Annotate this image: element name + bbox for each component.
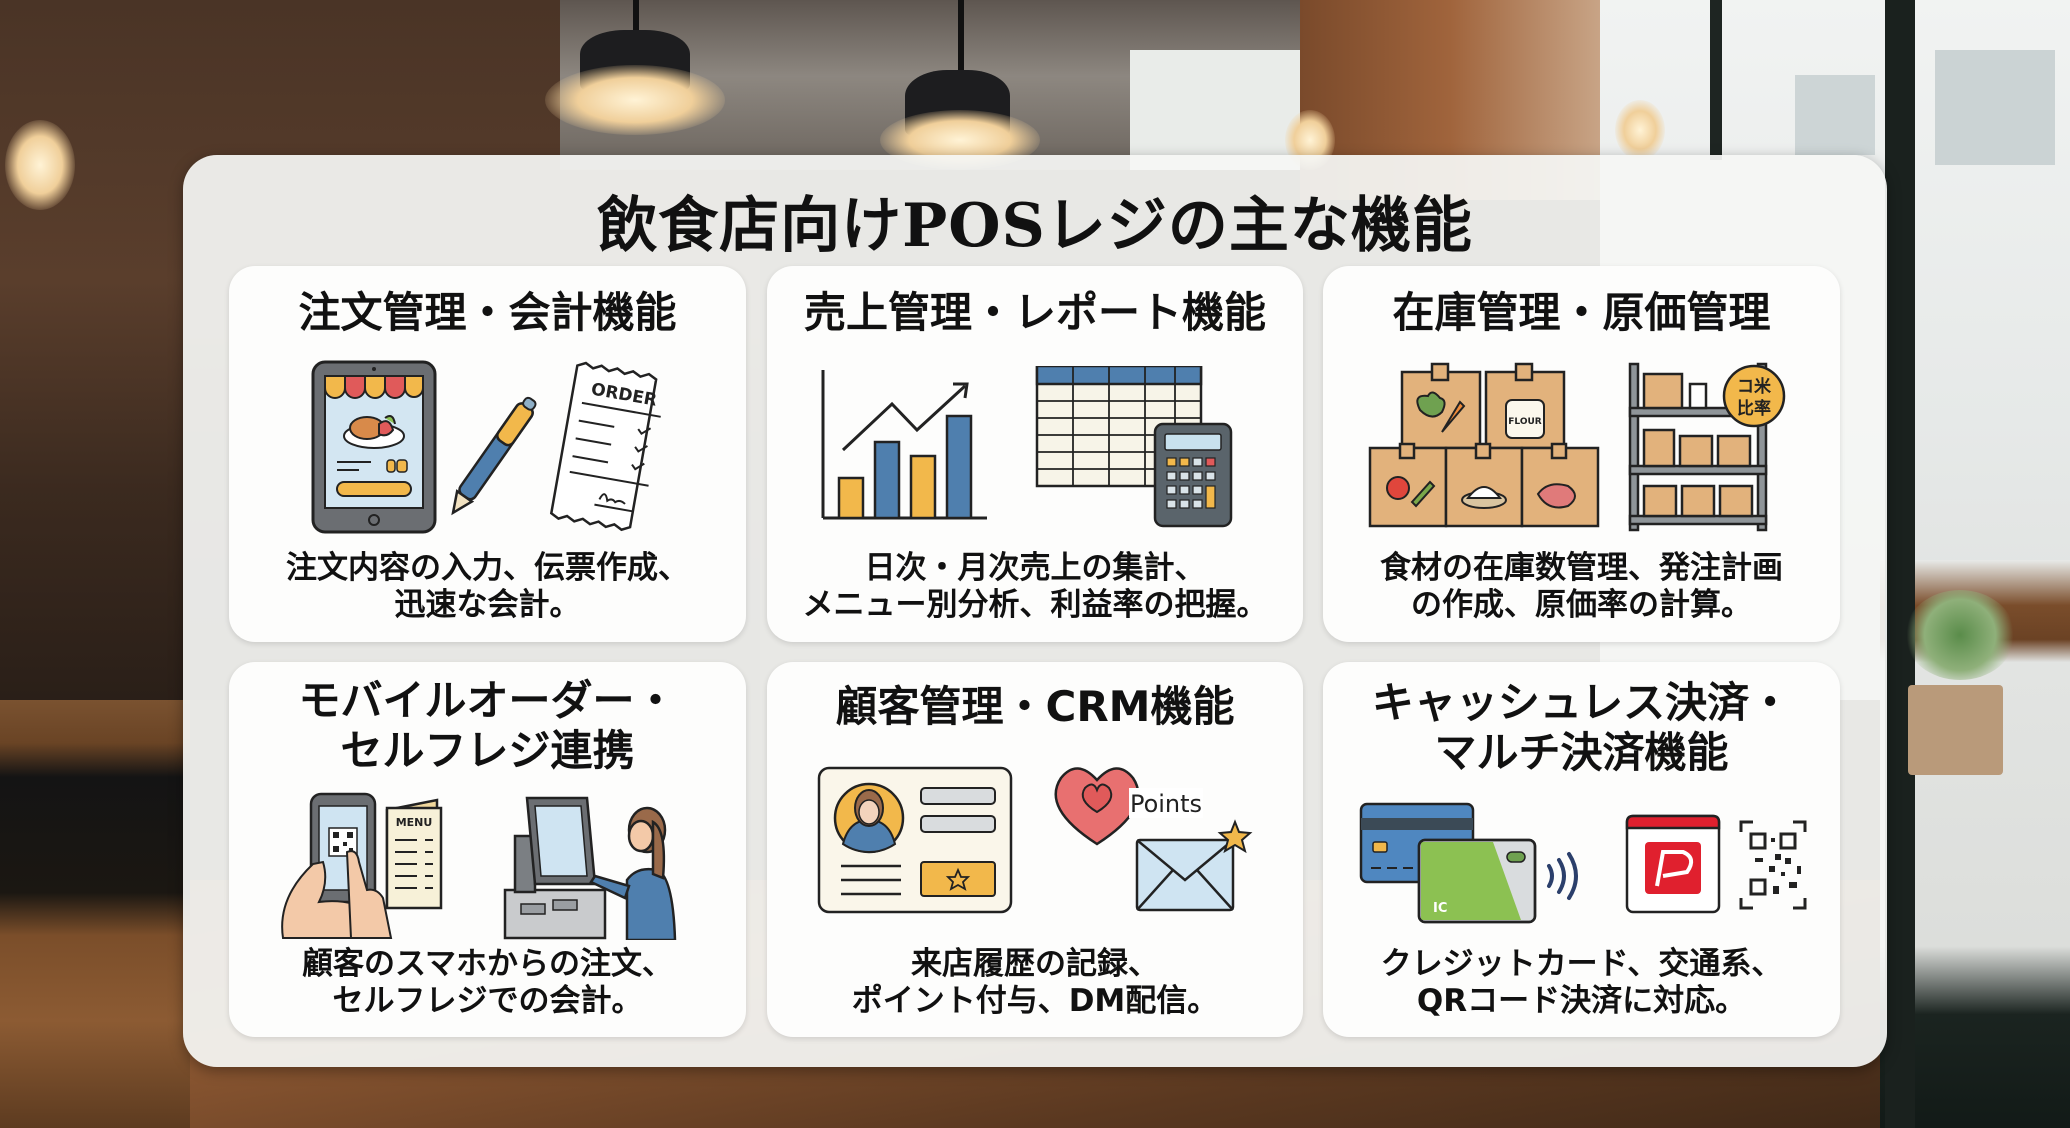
card-title-line: キャッシュレス決済・ <box>1371 678 1792 727</box>
lamp-glow <box>1615 100 1665 160</box>
mail-star-icon <box>1135 819 1253 912</box>
tablet-menu-icon <box>311 360 437 534</box>
lamp-cord <box>958 0 964 90</box>
svg-text:コ米: コ米 <box>1737 376 1772 397</box>
potted-plant <box>1905 590 2015 680</box>
svg-text:比率: 比率 <box>1737 398 1771 419</box>
lamp-cord <box>633 0 639 40</box>
customer-person-icon <box>589 806 677 940</box>
order-illustration: ORDER <box>311 360 661 534</box>
window-pane <box>1795 75 1875 155</box>
svg-text:Points: Points <box>1130 790 1202 818</box>
svg-text:MENU: MENU <box>396 816 433 829</box>
svg-text:FLOUR: FLOUR <box>1508 417 1542 427</box>
qr-pay-app-icon <box>1625 814 1721 914</box>
card-description: 来店履歴の記録、 ポイント付与、DM配信。 <box>851 946 1219 1019</box>
card-description: 顧客のスマホからの注文、 セルフレジでの会計。 <box>301 946 674 1019</box>
crm-illustration: Points <box>817 766 1253 914</box>
smartphone-qr-icon <box>281 792 393 939</box>
window <box>1130 50 1310 170</box>
contactless-icon <box>1547 852 1578 900</box>
ic-card-icon: IC <box>1417 838 1537 924</box>
card-title: 顧客管理・CRM機能 <box>835 682 1235 731</box>
feature-card-order-checkout: 注文管理・会計機能 <box>229 266 746 642</box>
menu-booklet-icon: MENU <box>385 798 443 910</box>
feature-card-crm: 顧客管理・CRM機能 Points 来店履歴の記録、 ポイント付与、DM配 <box>767 662 1303 1037</box>
page-title: 飲食店向けPOSレジの主な機能 <box>597 191 1473 261</box>
feature-card-sales-reports: 売上管理・レポート機能 <box>767 266 1303 642</box>
card-title: 売上管理・レポート機能 <box>803 288 1266 337</box>
mobile-order-illustration: MENU <box>281 792 677 940</box>
order-slip-icon: ORDER <box>549 361 661 532</box>
bar-chart-trend-icon <box>821 370 987 520</box>
cost-ratio-badge-icon: コ米 比率 <box>1722 364 1786 428</box>
card-description: 食材の在庫数管理、発注計画 の作成、原価率の計算。 <box>1380 550 1783 623</box>
svg-text:IC: IC <box>1433 901 1447 916</box>
feature-card-inventory-cost: 在庫管理・原価管理 FLOUR <box>1323 266 1840 642</box>
storage-shelf-icon <box>1628 362 1768 532</box>
card-title-line: マルチ決済機能 <box>1434 728 1729 777</box>
lamp-glow <box>545 65 725 135</box>
window-pane <box>1935 50 2055 165</box>
pen-icon <box>451 396 537 516</box>
calculator-icon <box>1153 422 1233 528</box>
ingredient-boxes-icon: FLOUR <box>1368 362 1600 528</box>
lamp-glow <box>5 120 75 210</box>
feature-card-mobile-order: モバイルオーダー・ セルフレジ連携 MENU <box>229 662 746 1037</box>
inventory-illustration: FLOUR コ米 比率 <box>1368 362 1786 532</box>
heart-points-icon: Points <box>1054 767 1203 846</box>
wooden-counter <box>0 700 190 1128</box>
card-title-line: モバイルオーダー・ <box>298 676 677 725</box>
card-description: 注文内容の入力、伝票作成、 迅速な会計。 <box>286 550 689 623</box>
payment-illustration: IC <box>1359 802 1807 924</box>
card-title: 注文管理・会計機能 <box>298 288 677 337</box>
card-description: 日次・月次売上の集計、 メニュー別分析、利益率の把握。 <box>802 550 1268 623</box>
window-frame <box>1710 0 1722 160</box>
plant-pot <box>1908 685 2003 775</box>
window-frame <box>1885 0 1915 1128</box>
card-title: キャッシュレス決済・ マルチ決済機能 <box>1323 678 1840 778</box>
feature-card-cashless-payment: キャッシュレス決済・ マルチ決済機能 IC <box>1323 662 1840 1037</box>
card-description: クレジットカード、交通系、 QRコード決済に対応。 <box>1380 946 1783 1019</box>
qr-code-icon <box>1739 820 1807 910</box>
self-checkout-kiosk-icon <box>503 796 607 940</box>
card-title: 在庫管理・原価管理 <box>1392 288 1771 337</box>
card-title-line: セルフレジ連携 <box>340 726 635 775</box>
sales-illustration <box>821 366 1233 528</box>
card-title: モバイルオーダー・ セルフレジ連携 <box>229 676 746 776</box>
customer-profile-card-icon <box>817 766 1013 914</box>
